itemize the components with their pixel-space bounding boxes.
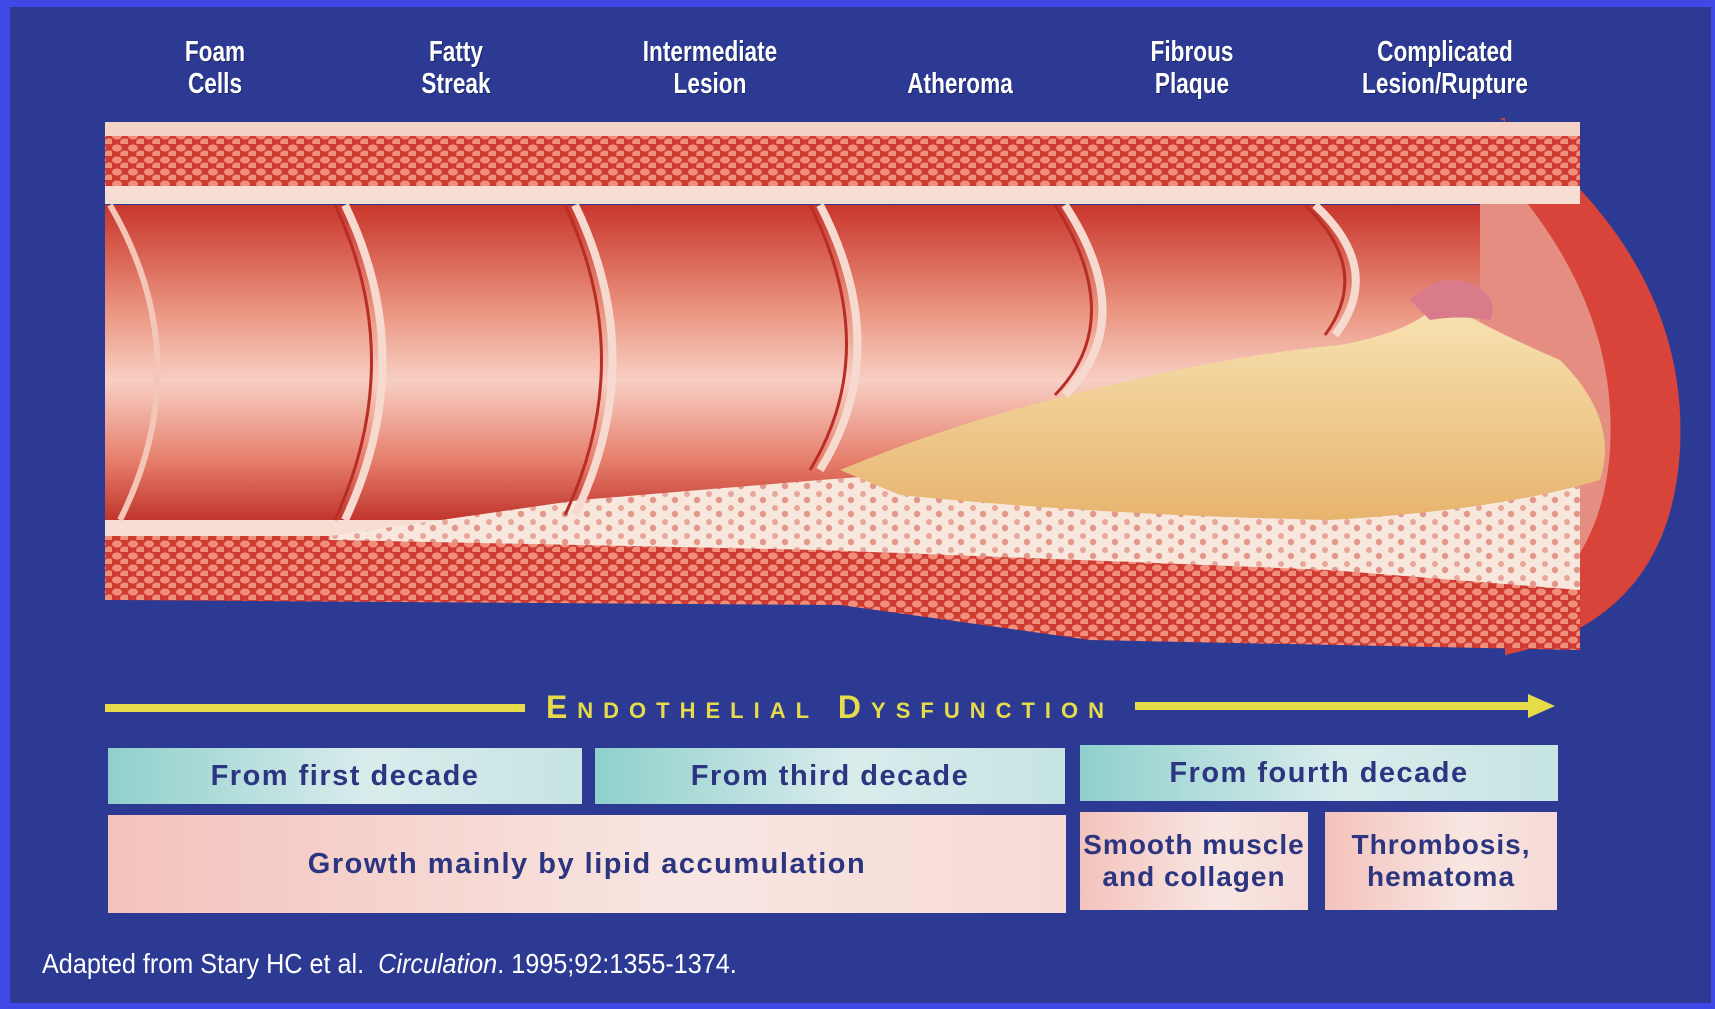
growth-lipid-accumulation: Growth mainly by lipid accumulation [108, 815, 1066, 913]
onset-first-decade: From first decade [108, 748, 582, 804]
process-label: Endothelial Dysfunction [530, 684, 1130, 730]
growth-thrombosis: Thrombosis,hematoma [1325, 812, 1557, 910]
onset-fourth-decade: From fourth decade [1080, 745, 1558, 801]
onset-third-decade: From third decade [595, 748, 1065, 804]
citation: Adapted from Stary HC et al. Circulation… [42, 944, 1032, 984]
artery-upper-wall [105, 122, 1580, 204]
citation-journal: Circulation [378, 948, 497, 979]
stage-label-atheroma: Atheroma [866, 68, 1053, 100]
